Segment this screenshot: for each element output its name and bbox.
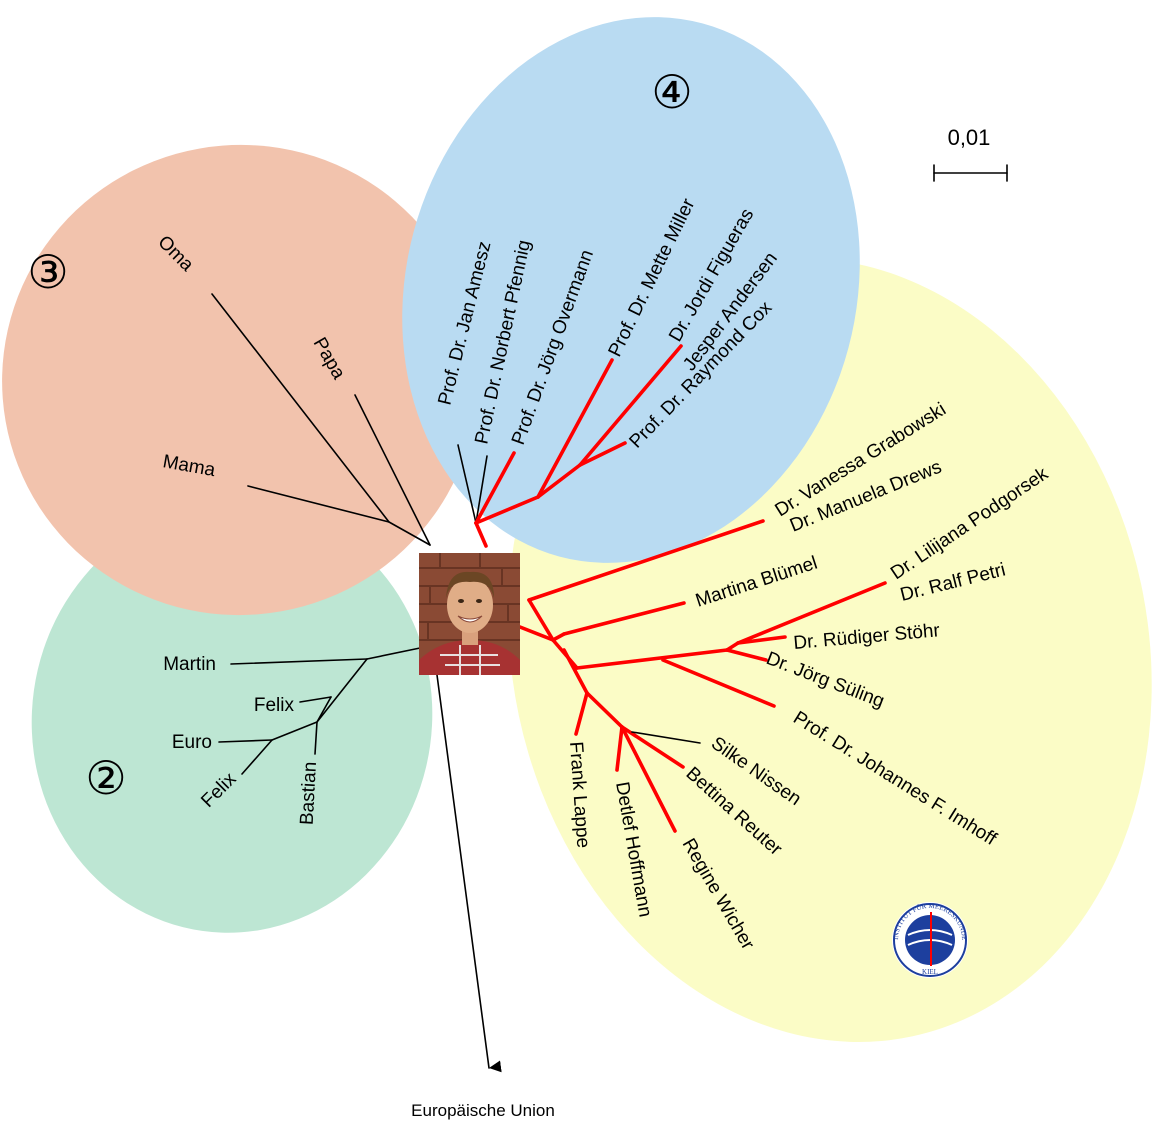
institute-seal-logo: INSTITUT FÜR MEERESKUNDE KIEL <box>892 902 968 978</box>
group-2-branches <box>218 647 421 775</box>
scale-bar <box>933 164 1008 182</box>
group-3-region <box>2 144 478 616</box>
group-5-branches <box>518 519 887 833</box>
group-2-number: ② <box>85 752 126 804</box>
portrait-photo <box>419 553 520 675</box>
footer-label-european-union: Europäische Union <box>411 1101 555 1120</box>
group-4-number: ④ <box>651 66 692 118</box>
group-2-region <box>31 503 433 933</box>
root-arrow <box>436 674 502 1073</box>
leaf-label-bastian: Bastian <box>297 761 321 825</box>
group-4-region <box>402 17 860 563</box>
leaf-label-martin: Martin <box>163 654 216 675</box>
leaf-label-felix-1: Felix <box>254 695 295 716</box>
group-3-number: ③ <box>27 246 68 298</box>
scale-bar-label: 0,01 <box>948 125 991 150</box>
leaf-label-euro: Euro <box>172 732 212 753</box>
svg-text:KIEL: KIEL <box>922 968 938 976</box>
group-3-branches <box>211 293 431 546</box>
group-4-branches <box>457 344 683 548</box>
